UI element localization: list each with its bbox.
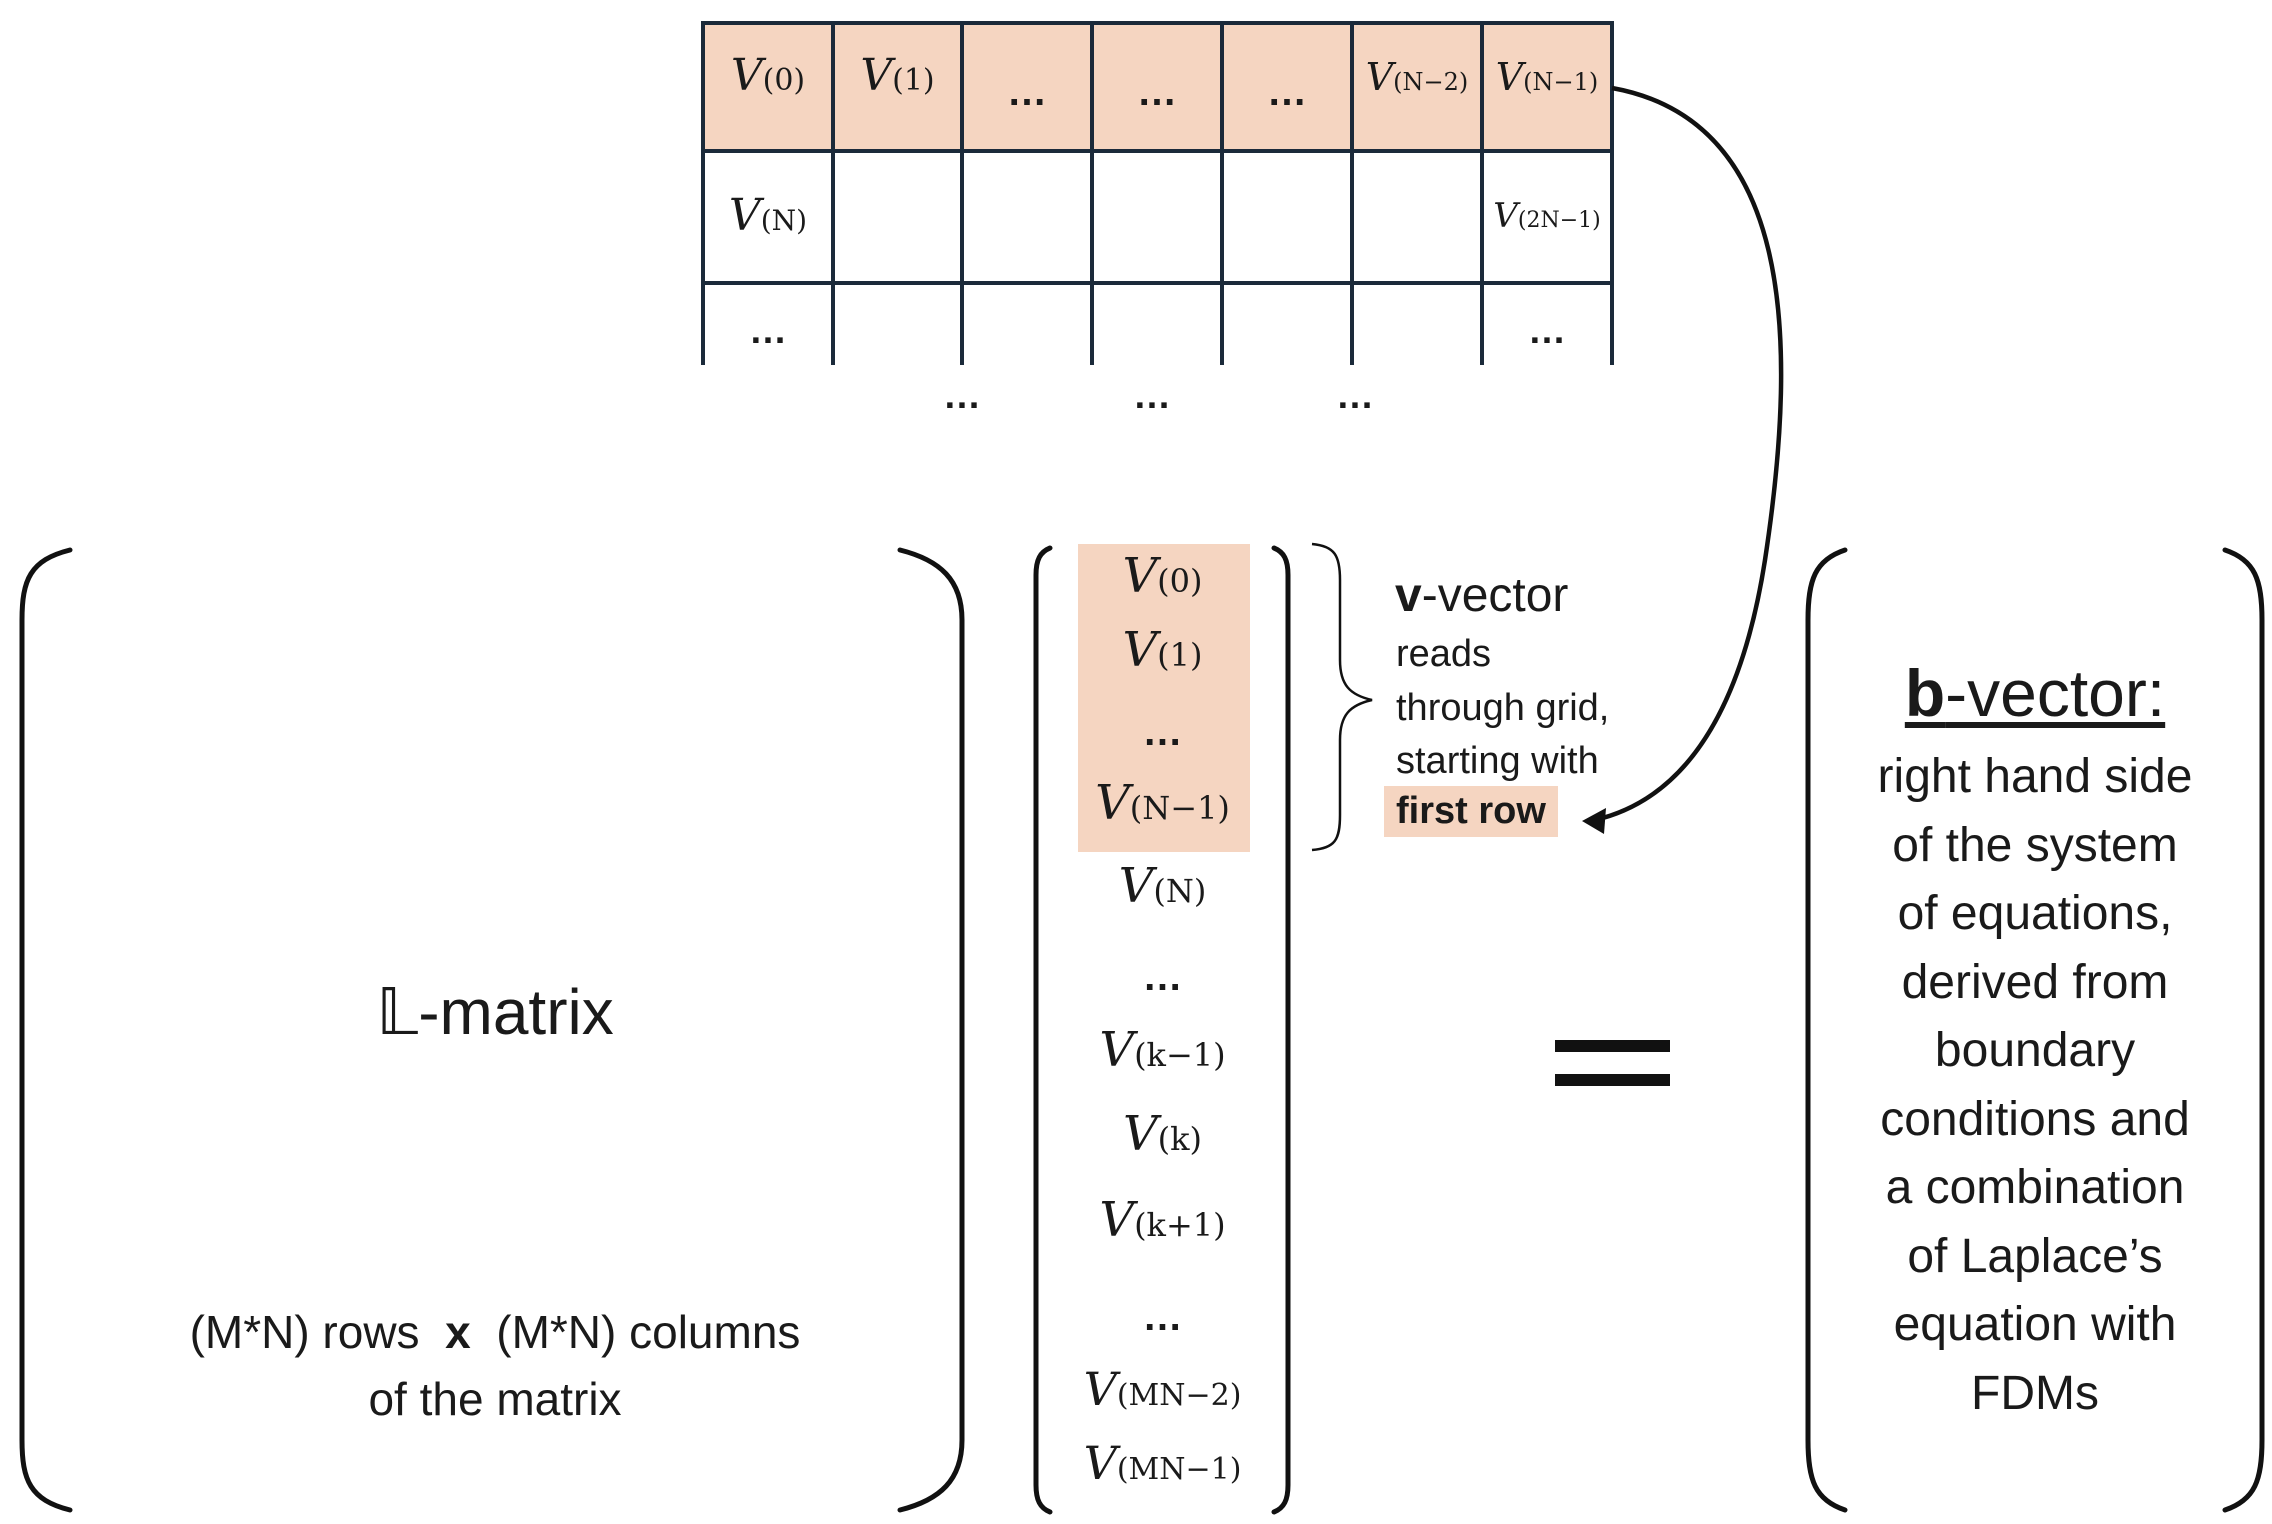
grid-cell-ellipsis: … [1137, 70, 1177, 114]
v-vector-entry: V(k) [1122, 1106, 1203, 1162]
grid-cell-v0: V(0) [730, 50, 806, 101]
v-vector-label: v-vector [1395, 569, 1569, 622]
grid-continuation-dots: … [1133, 375, 1171, 417]
grid-cell-ellipsis: … [1007, 70, 1047, 114]
b-vector-line: of Laplace’s [1907, 1229, 2163, 1283]
l-matrix-title: 𝕃-matrix [376, 976, 614, 1048]
b-vector-line: FDMs [1971, 1366, 2099, 1420]
b-vector-line: a combination [1885, 1161, 2185, 1214]
l-matrix-dimensions-line2: of the matrix [368, 1373, 622, 1425]
b-vector-line: derived from [1901, 955, 2169, 1009]
v-vector-entry: V(MN−1) [1083, 1436, 1242, 1490]
grid-cell-vn: V(N) [728, 190, 808, 241]
b-vector-title: b-vector: [1904, 656, 2166, 730]
b-vector-description: right hand side of the system of equatio… [1815, 743, 2255, 1428]
v-vector-entry: V(k+1) [1099, 1192, 1226, 1248]
grid-cell-v2n-1: V(2N−1) [1493, 196, 1601, 236]
v-vector-desc: reads [1396, 633, 1492, 675]
grid-cell-ellipsis: … [1528, 310, 1566, 352]
grid-continuation-dots: … [943, 375, 981, 417]
v-vector-entry: V(MN−2) [1083, 1362, 1242, 1416]
v-vector-entry: V(N) [1118, 858, 1207, 914]
b-vector-line: conditions and [1880, 1092, 2190, 1146]
grid-cell-vn-2: V(N−2) [1365, 55, 1469, 99]
grid-cell-ellipsis: … [1267, 70, 1307, 114]
v-vector-entry: V(1) [1122, 622, 1203, 678]
v-vector-entry: V(k−1) [1099, 1022, 1226, 1078]
equals-bar-top [1555, 1040, 1670, 1052]
grid-continuation-dots: … [1336, 375, 1374, 417]
v-vector-ellipsis: … [1142, 955, 1183, 999]
v-vector-desc: starting with [1396, 740, 1599, 782]
grid-cell-vn-1: V(N−1) [1495, 55, 1599, 99]
b-vector-line: right hand side [1877, 750, 2193, 803]
grid-cell-v1: V(1) [860, 50, 935, 101]
first-row-label: first row [1384, 786, 1558, 837]
v-vector-desc: through grid, [1396, 687, 1610, 729]
grid-lines [701, 21, 1614, 365]
l-matrix-dimensions: (M*N) rows x (M*N) columns [189, 1306, 801, 1358]
grid-cell-ellipsis: … [749, 310, 787, 352]
b-vector-line: boundary [1934, 1024, 2136, 1077]
b-vector-line: of equations, [1897, 887, 2173, 940]
v-vector-first-row-highlight [1078, 544, 1250, 852]
b-vector-line: of the system [1892, 818, 2178, 872]
first-row-highlight [703, 23, 1613, 150]
b-vector-line: equation with [1893, 1298, 2177, 1351]
v-vector-ellipsis: … [1142, 710, 1183, 754]
v-vector-entry: V(N−1) [1095, 775, 1230, 831]
v-vector-entry: V(0) [1122, 548, 1203, 604]
equals-bar-bottom [1555, 1074, 1670, 1086]
v-vector-ellipsis: … [1142, 1295, 1183, 1339]
